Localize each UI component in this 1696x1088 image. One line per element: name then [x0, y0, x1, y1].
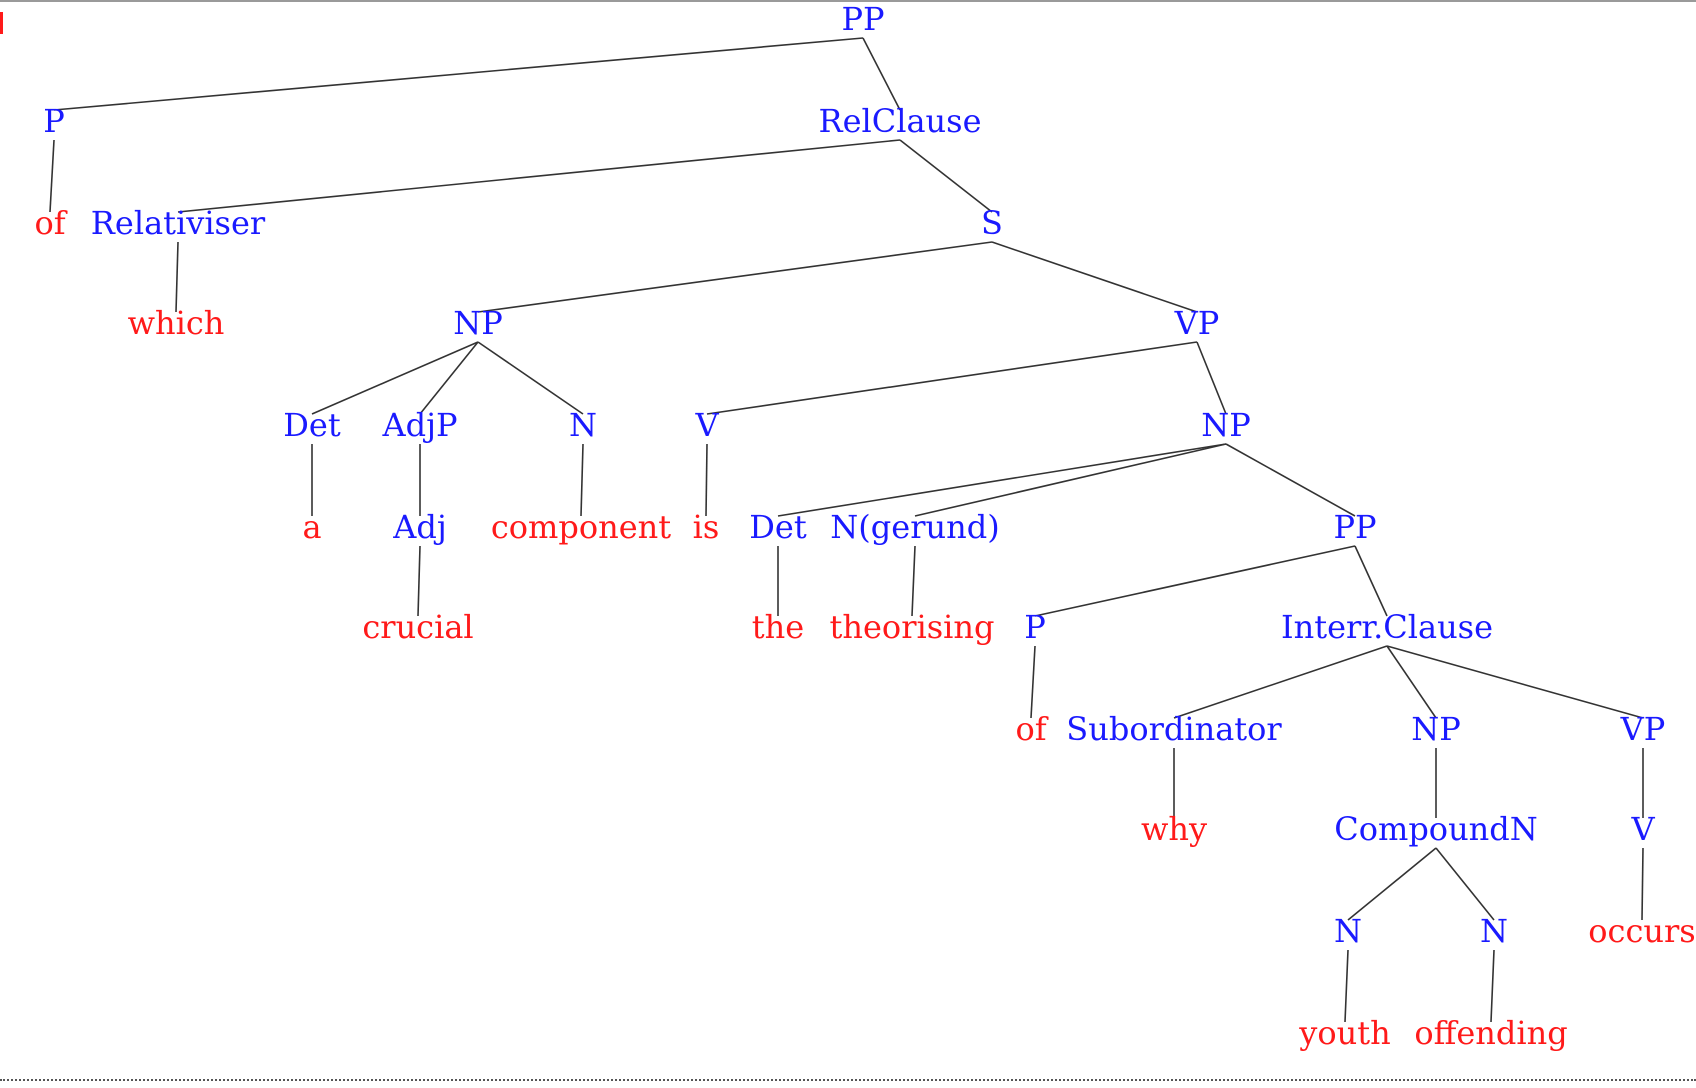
tree-edge-vp-1-v-1 — [706, 341, 1198, 415]
tree-edge-n-gerund-w-theorising — [911, 545, 916, 617]
node-pp-root: PP — [841, 0, 884, 38]
word-w-crucial: crucial — [362, 608, 473, 646]
tree-edge-compoundn-n-3 — [1435, 847, 1495, 921]
tree-edge-relclause-relativiser — [177, 139, 901, 213]
tree-edge-relclause-s — [899, 139, 993, 213]
tree-edges — [49, 37, 1644, 1023]
word-w-occurs: occurs — [1588, 912, 1695, 950]
node-det-2: Det — [749, 508, 807, 546]
node-v-2: V — [1630, 810, 1655, 848]
word-w-the: the — [752, 608, 804, 646]
word-w-offending: offending — [1414, 1014, 1567, 1052]
tree-edge-vp-1-np-2 — [1196, 341, 1227, 415]
tree-labels: PPPofRelClauseRelativiserwhichSNPDetaAdj… — [34, 0, 1695, 1052]
node-relclause: RelClause — [818, 102, 981, 140]
tree-edge-v-1-w-is — [705, 443, 708, 517]
corner-marker — [0, 12, 3, 34]
top-border — [0, 0, 1696, 2]
tree-edge-pp-root-p-1 — [53, 37, 864, 111]
node-subordinator: Subordinator — [1066, 710, 1282, 748]
node-v-1: V — [694, 406, 719, 444]
node-relativiser: Relativiser — [91, 204, 266, 242]
node-adjp: AdjP — [381, 406, 457, 444]
tree-edge-pp-2-interr-clause — [1354, 545, 1388, 617]
tree-edge-relativiser-w-which — [175, 241, 179, 313]
tree-edge-s-vp-1 — [991, 241, 1198, 313]
tree-edge-np-2-n-gerund — [914, 443, 1227, 517]
node-n-2: N — [1334, 912, 1362, 950]
tree-edge-n-1-w-component — [580, 443, 584, 517]
word-w-of-1: of — [34, 204, 67, 242]
bottom-border — [0, 1079, 1696, 1081]
node-n-3: N — [1480, 912, 1508, 950]
tree-edge-v-2-w-occurs — [1641, 847, 1644, 921]
tree-edge-interr-clause-subordinator — [1173, 645, 1388, 719]
node-vp-2: VP — [1620, 710, 1666, 748]
node-p-2: P — [1024, 608, 1046, 646]
node-vp-1: VP — [1174, 304, 1220, 342]
node-adj: Adj — [392, 508, 447, 546]
tree-edge-p-2-w-of-2 — [1030, 645, 1036, 719]
node-n-1: N — [569, 406, 597, 444]
tree-edge-np-2-det-2 — [777, 443, 1227, 517]
node-pp-2: PP — [1333, 508, 1376, 546]
tree-edge-np-1-adjp — [419, 341, 479, 415]
tree-edge-interr-clause-vp-2 — [1386, 645, 1644, 719]
word-w-youth: youth — [1298, 1014, 1390, 1052]
node-n-gerund: N(gerund) — [830, 508, 999, 546]
word-w-is: is — [693, 508, 720, 546]
tree-edge-np-2-pp-2 — [1225, 443, 1356, 517]
tree-edge-n-3-w-offending — [1490, 949, 1495, 1023]
tree-edge-compoundn-n-2 — [1347, 847, 1437, 921]
node-p-1: P — [43, 102, 65, 140]
tree-edge-np-1-n-1 — [477, 341, 584, 415]
word-w-of-2: of — [1015, 710, 1048, 748]
node-compoundn: CompoundN — [1334, 810, 1538, 848]
node-np-2: NP — [1201, 406, 1251, 444]
word-w-why: why — [1141, 810, 1207, 848]
node-np-1: NP — [453, 304, 503, 342]
tree-edge-adj-w-crucial — [417, 545, 421, 617]
word-w-theorising: theorising — [830, 608, 995, 646]
tree-edge-pp-2-p-2 — [1034, 545, 1356, 617]
tree-edge-np-1-det-1 — [311, 341, 479, 415]
tree-edge-s-np-1 — [477, 241, 993, 313]
node-interr-clause: Interr.Clause — [1281, 608, 1493, 646]
word-w-a: a — [302, 508, 321, 546]
word-w-component: component — [491, 508, 671, 546]
word-w-which: which — [128, 304, 225, 342]
tree-edge-n-2-w-youth — [1344, 949, 1349, 1023]
node-s: S — [981, 204, 1003, 242]
tree-edge-p-1-w-of-1 — [49, 139, 55, 213]
node-det-1: Det — [283, 406, 341, 444]
node-np-3: NP — [1411, 710, 1461, 748]
tree-edge-interr-clause-np-3 — [1386, 645, 1437, 719]
tree-edge-pp-root-relclause — [862, 37, 901, 111]
